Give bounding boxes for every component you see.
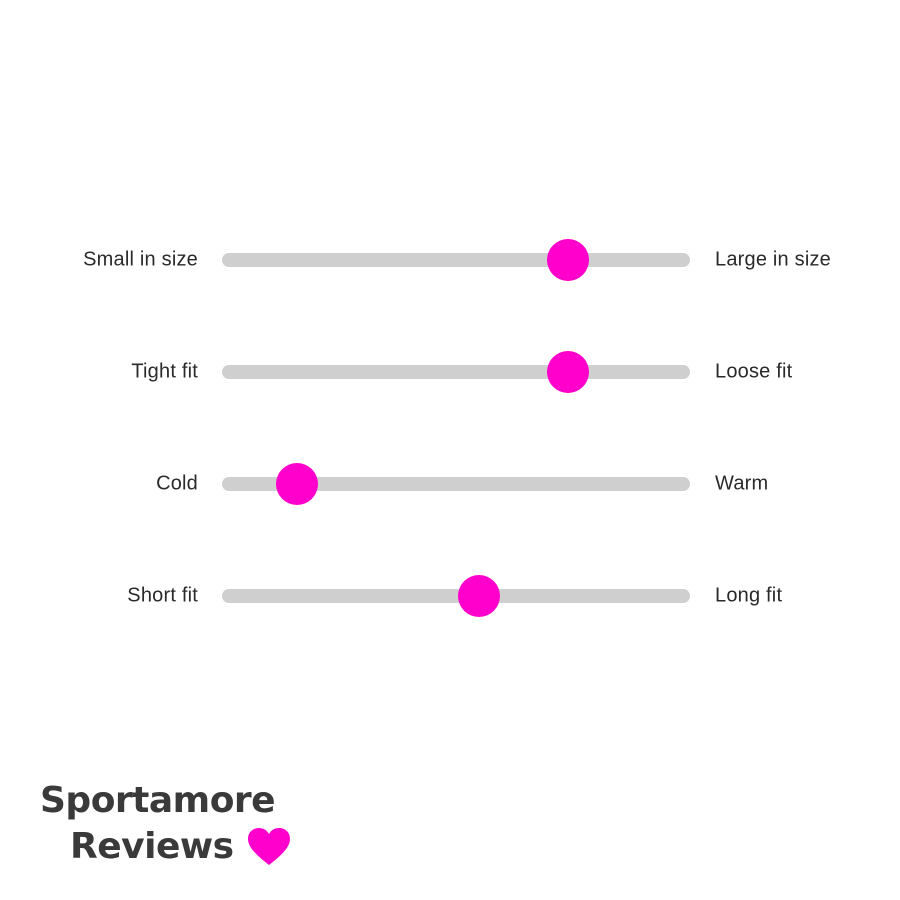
slider-size: Small in size Large in size bbox=[0, 236, 900, 284]
brand-logo: Sportamore Reviews bbox=[40, 778, 292, 870]
slider-fit-width-left-label: Tight fit bbox=[131, 360, 198, 383]
slider-length-thumb[interactable] bbox=[458, 575, 501, 617]
slider-size-left-label: Small in size bbox=[83, 248, 198, 271]
slider-size-right-label: Large in size bbox=[715, 248, 831, 271]
slider-warmth-track[interactable] bbox=[222, 463, 690, 505]
brand-subtitle-row: Reviews bbox=[70, 824, 292, 870]
slider-length-left-label: Short fit bbox=[127, 584, 198, 607]
slider-warmth-thumb[interactable] bbox=[275, 463, 318, 505]
slider-size-track[interactable] bbox=[222, 239, 690, 281]
slider-warmth-right-label: Warm bbox=[715, 472, 769, 495]
slider-fit-width-track[interactable] bbox=[222, 351, 690, 393]
slider-length-track[interactable] bbox=[222, 575, 690, 617]
slider-size-thumb[interactable] bbox=[547, 239, 590, 281]
slider-fit-width-right-label: Loose fit bbox=[715, 360, 793, 383]
slider-fit-width-thumb[interactable] bbox=[547, 351, 590, 393]
brand-name: Sportamore bbox=[40, 780, 276, 821]
slider-warmth: Cold Warm bbox=[0, 460, 900, 508]
heart-icon bbox=[247, 828, 290, 865]
slider-fit-width: Tight fit Loose fit bbox=[0, 348, 900, 396]
slider-length: Short fit Long fit bbox=[0, 572, 900, 620]
slider-warmth-left-label: Cold bbox=[156, 472, 198, 495]
brand-subtitle: Reviews bbox=[70, 826, 234, 867]
slider-length-right-label: Long fit bbox=[715, 584, 783, 607]
